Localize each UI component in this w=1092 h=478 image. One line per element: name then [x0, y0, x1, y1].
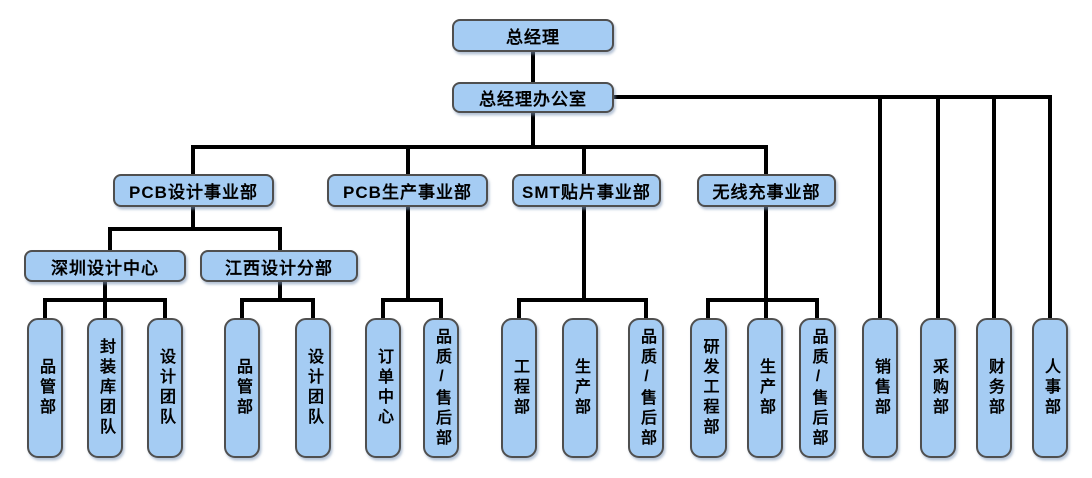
org-node-wxc-quality-aftersales: 品质/售后部 [799, 318, 836, 458]
org-node-label: 品质/售后部 [809, 327, 827, 449]
org-node-sz-quality-dept: 品管部 [27, 318, 63, 458]
org-node-label: 设计团队 [305, 348, 322, 428]
org-node-label: 封装库团队 [97, 338, 114, 438]
org-node-label: 品管部 [37, 358, 54, 418]
org-node-label: 生产部 [757, 358, 774, 418]
org-node-finance-dept: 财务部 [976, 318, 1012, 458]
org-node-label: 订单中心 [375, 348, 392, 428]
org-node-sz-design-team: 设计团队 [147, 318, 183, 458]
org-node-wxc-rd-engineering-dept: 研发工程部 [690, 318, 727, 458]
org-node-jiangxi-design-branch: 江西设计分部 [200, 250, 358, 282]
org-node-label: 江西设计分部 [225, 258, 333, 278]
org-node-label: 财务部 [986, 358, 1003, 418]
org-node-label: 研发工程部 [700, 338, 718, 438]
org-node-pcb-design-div: PCB设计事业部 [113, 174, 274, 207]
org-node-label: 无线充事业部 [712, 183, 821, 202]
org-node-gm-office: 总经理办公室 [452, 82, 614, 113]
org-node-label: 品质/售后部 [638, 327, 655, 449]
org-node-general-manager: 总经理 [452, 19, 614, 52]
org-node-label: PCB设计事业部 [129, 183, 258, 202]
org-node-label: 总经理办公室 [479, 90, 587, 109]
org-node-label: PCB生产事业部 [343, 183, 472, 202]
org-node-purchasing-dept: 采购部 [920, 318, 956, 458]
org-node-label: 品质/售后部 [433, 327, 450, 449]
org-node-pcbprod-quality-aftersales: 品质/售后部 [423, 318, 459, 458]
org-node-label: 销售部 [872, 358, 889, 418]
org-node-sales-dept: 销售部 [862, 318, 898, 458]
org-node-label: 人事部 [1042, 358, 1059, 418]
org-node-smt-production-dept: 生产部 [562, 318, 598, 458]
org-node-hr-dept: 人事部 [1032, 318, 1068, 458]
org-node-label: 生产部 [572, 358, 589, 418]
org-node-label: 深圳设计中心 [51, 258, 159, 278]
org-node-pcb-production-div: PCB生产事业部 [327, 174, 488, 207]
org-node-jx-design-team: 设计团队 [295, 318, 331, 458]
org-node-wxc-production-dept: 生产部 [747, 318, 783, 458]
org-node-label: SMT贴片事业部 [522, 183, 651, 202]
org-node-jx-quality-dept: 品管部 [224, 318, 260, 458]
org-node-smt-div: SMT贴片事业部 [512, 174, 661, 207]
org-node-shenzhen-design-center: 深圳设计中心 [24, 250, 186, 282]
org-node-smt-engineering-dept: 工程部 [501, 318, 537, 458]
org-node-label: 设计团队 [157, 348, 174, 428]
org-node-smt-quality-aftersales: 品质/售后部 [628, 318, 664, 458]
org-node-sz-package-lib-team: 封装库团队 [87, 318, 123, 458]
org-node-label: 品管部 [234, 358, 251, 418]
org-node-order-center: 订单中心 [365, 318, 401, 458]
org-node-label: 采购部 [930, 358, 947, 418]
org-node-wireless-charging-div: 无线充事业部 [697, 174, 836, 207]
org-node-label: 总经理 [506, 28, 560, 47]
org-node-label: 工程部 [511, 358, 528, 418]
